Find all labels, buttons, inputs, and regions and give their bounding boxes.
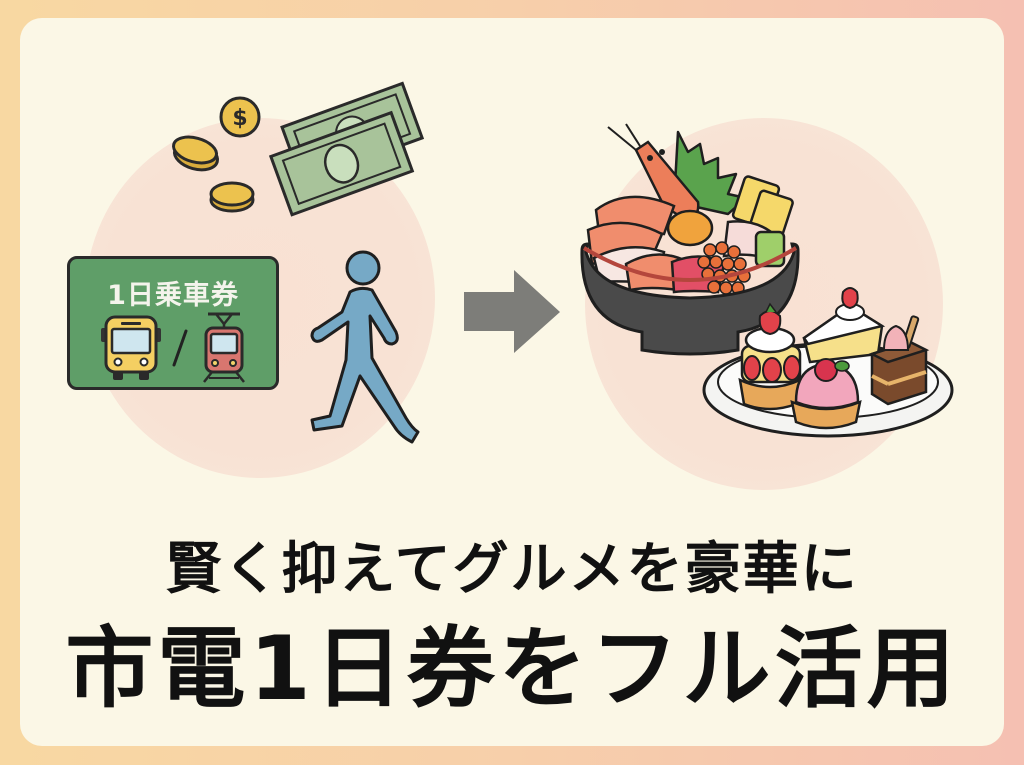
arrow-right-icon	[464, 270, 560, 353]
headline-title: 市電1日券をフル活用	[65, 617, 959, 720]
one-day-pass-ticket: 1日乗車券	[67, 256, 279, 390]
kaisendon-bowl-icon	[580, 123, 800, 356]
banknotes-icon	[268, 81, 425, 217]
walking-person-icon	[310, 250, 420, 444]
coin-stack-icon	[172, 135, 220, 172]
dessert-plate-icon	[702, 287, 954, 438]
coin-stack-icon	[209, 181, 255, 213]
ticket-label: 1日乗車券	[107, 280, 239, 311]
svg-text:$: $	[232, 106, 247, 131]
headline-subtitle: 賢く抑えてグルメを豪華に	[165, 537, 859, 602]
slash-separator	[172, 329, 188, 367]
coin-dollar-icon: $	[219, 96, 261, 138]
bus-icon	[101, 315, 161, 380]
tram-icon	[203, 312, 245, 383]
